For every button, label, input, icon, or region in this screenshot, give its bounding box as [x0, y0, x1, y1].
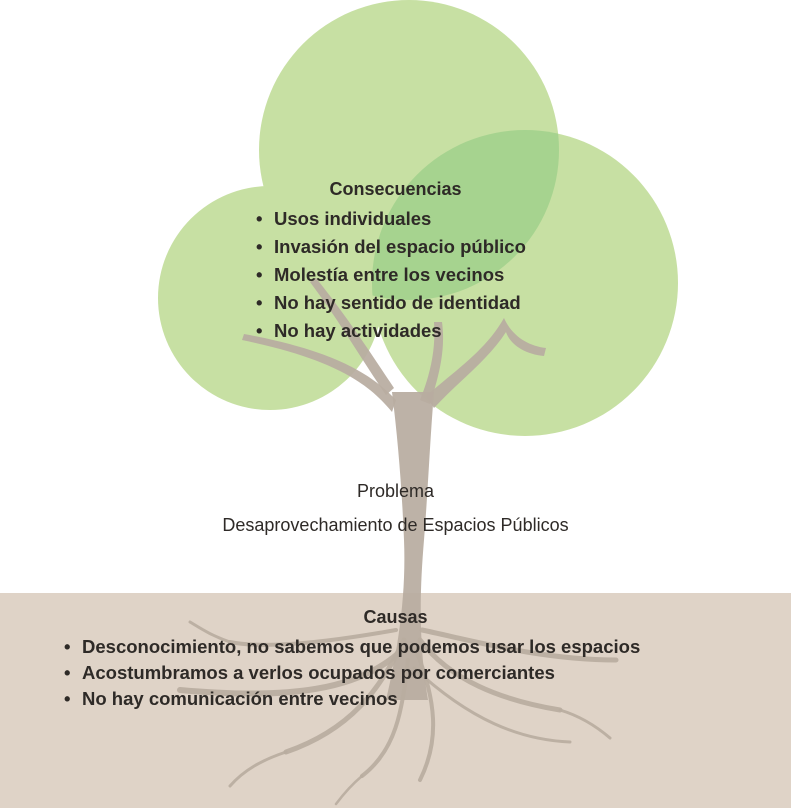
bullet-icon: •	[256, 292, 263, 313]
consequences-list: • Usos individuales • Invasión del espacio…	[256, 205, 526, 345]
list-item: • No hay actividades	[256, 317, 526, 345]
cause-text: Acostumbramos a verlos ocupados por come…	[82, 662, 555, 683]
bullet-icon: •	[256, 208, 263, 229]
consequence-text: Molestía entre los vecinos	[274, 264, 505, 285]
causes-list: • Desconocimiento, no sabemos que podemos…	[64, 634, 640, 712]
tree-trunk	[242, 278, 546, 700]
tree-canopy	[158, 0, 678, 436]
problem-label: Problema	[356, 481, 435, 501]
list-item: • Usos individuales	[256, 205, 526, 233]
bullet-icon: •	[64, 636, 71, 657]
problem-text: Desaprovechamiento de Espacios Públicos	[222, 515, 569, 535]
list-item: • No hay sentido de identidad	[256, 289, 526, 317]
bullet-icon: •	[64, 688, 71, 709]
consequence-text: Usos individuales	[274, 208, 432, 229]
list-item: • No hay comunicación entre vecinos	[64, 686, 640, 712]
causes-title: Causas	[363, 607, 428, 627]
bullet-icon: •	[256, 236, 263, 257]
list-item: • Molestía entre los vecinos	[256, 261, 526, 289]
consequence-text: Invasión del espacio público	[274, 236, 526, 257]
bullet-icon: •	[256, 320, 263, 341]
cause-text: No hay comunicación entre vecinos	[82, 688, 398, 709]
tree-roots	[177, 620, 619, 806]
cause-text: Desconocimiento, no sabemos que podemos …	[82, 636, 641, 657]
list-item: • Acostumbramos a verlos ocupados por com…	[64, 660, 640, 686]
consequence-text: No hay sentido de identidad	[274, 292, 521, 313]
bullet-icon: •	[256, 264, 263, 285]
consequences-title: Consecuencias	[329, 179, 462, 199]
list-item: • Desconocimiento, no sabemos que podemos…	[64, 634, 640, 660]
consequence-text: No hay actividades	[274, 320, 442, 341]
list-item: • Invasión del espacio público	[256, 233, 526, 261]
bullet-icon: •	[64, 662, 71, 683]
